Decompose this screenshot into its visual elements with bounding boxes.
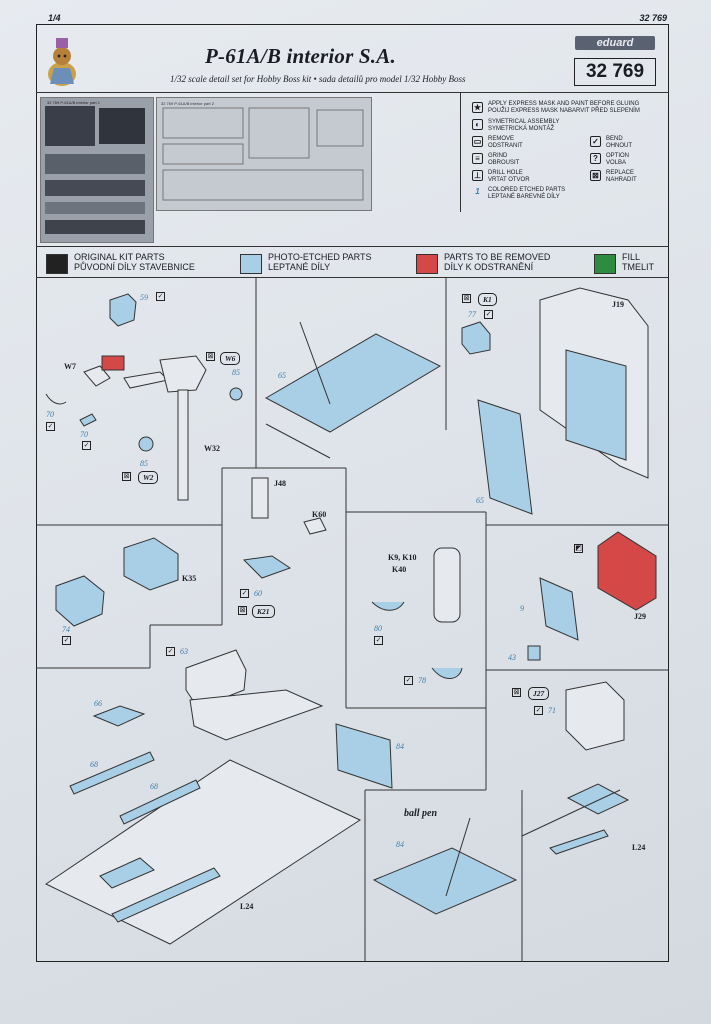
- replace-check-icon: ⊠: [206, 352, 215, 361]
- swatch-fill: [594, 254, 616, 274]
- swatch-parts-to-remove: [416, 254, 438, 274]
- part-number: 65: [278, 371, 286, 380]
- part-number: 59: [140, 293, 148, 302]
- part-number: 71: [548, 706, 556, 715]
- part-number: 70: [80, 430, 88, 439]
- swatch-original-kit-parts: [46, 254, 68, 274]
- label-k35: K35: [182, 574, 197, 583]
- drill-icon: ⊥: [472, 170, 483, 181]
- part-number: 68: [150, 782, 158, 791]
- replace-check-icon: ⊠: [512, 688, 521, 697]
- header-divider: [36, 92, 669, 93]
- legend-text: APPLY EXPRESS MASK AND PAINT BEFORE GLUI…: [488, 101, 640, 114]
- page-subtitle: 1/32 scale detail set for Hobby Boss kit…: [170, 74, 466, 84]
- tag-k1: K1: [478, 293, 497, 306]
- replace-check-icon: ⊠: [462, 294, 471, 303]
- symbol-legend: ★ APPLY EXPRESS MASK AND PAINT BEFORE GL…: [462, 98, 667, 212]
- page-title: P-61A/B interior S.A.: [205, 44, 396, 68]
- part-number: 43: [508, 653, 516, 662]
- brand-logo: eduard: [575, 36, 655, 50]
- fret-image-part-1: 32 769 P-61A/B interior part 1: [40, 97, 154, 243]
- bend-check-icon: ✓: [404, 676, 413, 685]
- bend-check-icon: ✓: [484, 310, 493, 319]
- part-number: 9: [520, 604, 524, 613]
- part-number: 84: [396, 840, 404, 849]
- label-l24-bottom: L24: [240, 902, 254, 911]
- bend-check-icon: ✓: [374, 636, 383, 645]
- star-icon: ★: [472, 102, 483, 113]
- colored-parts-check-icon: ◩: [574, 544, 583, 553]
- part-number: 78: [418, 676, 426, 685]
- knight-mascot-icon: [48, 38, 76, 86]
- legend-vertical-divider: [460, 92, 461, 212]
- bend-icon: ✓: [590, 136, 601, 147]
- tag-w2: W2: [138, 471, 159, 484]
- bend-check-icon: ✓: [46, 422, 55, 431]
- bend-check-icon: ✓: [156, 292, 165, 301]
- replace-check-icon: ⊠: [238, 606, 247, 615]
- label-w32: W32: [204, 444, 220, 453]
- part-number: 66: [94, 699, 102, 708]
- part-number: 84: [396, 742, 404, 751]
- product-code: 32 769: [574, 58, 656, 86]
- remove-icon: ▭: [472, 136, 483, 147]
- bend-check-icon: ✓: [240, 589, 249, 598]
- bend-check-icon: ✓: [82, 441, 91, 450]
- bend-check-icon: ✓: [534, 706, 543, 715]
- corner-product-code: 32 769: [639, 13, 667, 23]
- fret-2-label: 32 769 P-61A/B interior part 2: [161, 101, 215, 106]
- fret-image-part-2: 32 769 P-61A/B interior part 2: [156, 97, 372, 211]
- sheet-border: [36, 24, 669, 962]
- label-k40: K40: [392, 565, 407, 574]
- replace-check-icon: ⊠: [122, 472, 131, 481]
- symmetry-icon: ◐: [472, 119, 483, 130]
- tag-k21: K21: [252, 605, 275, 618]
- tag-j27: J27: [528, 687, 550, 700]
- label-k9-k10: K9, K10: [388, 553, 417, 562]
- replace-icon: ⊠: [590, 170, 601, 181]
- page-number: 1/4: [48, 13, 61, 23]
- bend-check-icon: ✓: [166, 647, 175, 656]
- label-j29: J29: [634, 612, 646, 621]
- part-number: 85: [232, 368, 240, 377]
- part-number: 63: [180, 647, 188, 656]
- swatch-photo-etched-parts: [240, 254, 262, 274]
- label-k60: K60: [312, 510, 327, 519]
- part-number: 68: [90, 760, 98, 769]
- grind-icon: ≡: [472, 153, 483, 164]
- part-number: 60: [254, 589, 262, 598]
- color-legend-top-divider: [36, 246, 669, 247]
- fret-1-label: 32 769 P-61A/B interior part 1: [47, 100, 101, 105]
- label-l24-right: L24: [632, 843, 646, 852]
- color-legend-bottom-divider: [36, 277, 669, 278]
- colored-parts-icon: 1: [475, 187, 480, 196]
- part-number: 70: [46, 410, 54, 419]
- part-number: 77: [468, 310, 476, 319]
- tag-w6: W6: [220, 352, 241, 365]
- part-number: 85: [140, 459, 148, 468]
- bend-check-icon: ✓: [62, 636, 71, 645]
- option-icon: ?: [590, 153, 601, 164]
- part-number: 80: [374, 624, 382, 633]
- part-number: 65: [476, 496, 484, 505]
- part-number: 74: [62, 625, 70, 634]
- label-j48: J48: [274, 479, 286, 488]
- label-j19: J19: [612, 300, 624, 309]
- label-ball-pen: ball pen: [404, 808, 438, 819]
- label-w7: W7: [64, 362, 76, 371]
